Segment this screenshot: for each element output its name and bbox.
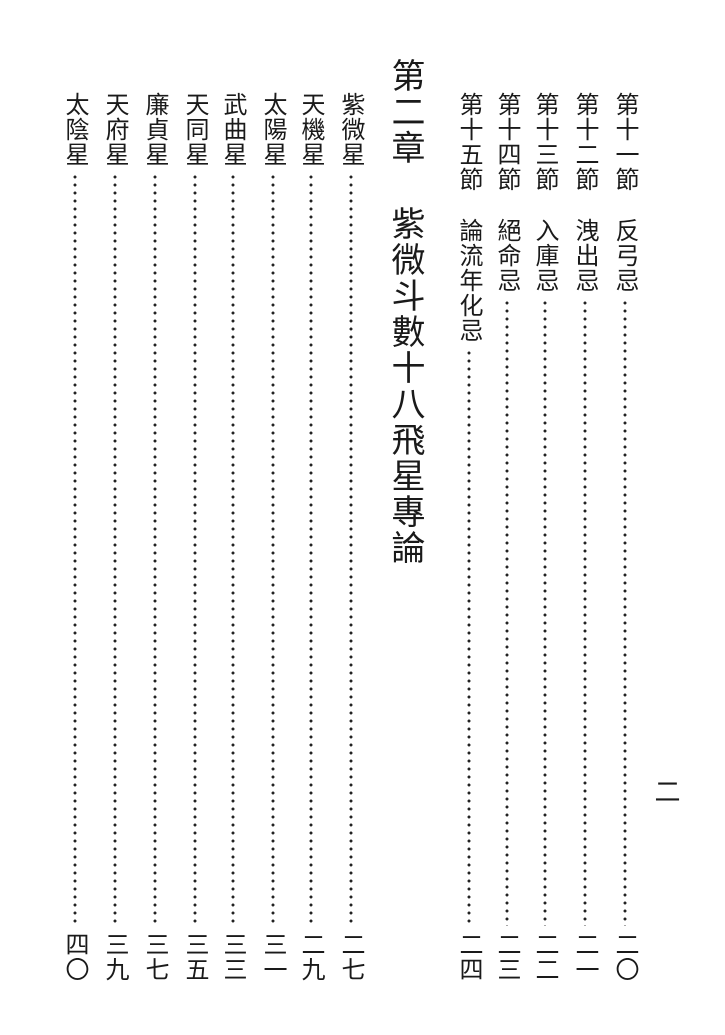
section-title: 反弓忌 [611,218,639,293]
section-title: 論流年化忌 [455,218,483,343]
star-title: 太陰星 [61,92,89,167]
page-number: 二一 [571,932,599,982]
toc-entry-star: 紫微星 二七 [334,92,368,982]
page-number: 二七 [337,932,365,982]
star-title: 天同星 [181,92,209,167]
toc-entry-star: 太陰星 四〇 [58,92,92,982]
section-number: 第十二節 [571,92,599,192]
page-number: 二〇 [611,932,639,982]
star-title: 廉貞星 [141,92,169,167]
page-number: 三三 [219,932,247,982]
section-title: 絕命忌 [493,218,521,293]
dot-leader [623,299,627,926]
dot-leader [467,349,471,926]
toc-entry-star: 天同星 三五 [178,92,212,982]
page-number: 二二 [531,932,559,982]
page-number: 三七 [141,932,169,982]
dot-leader [309,173,313,926]
toc-entry-star: 太陽星 三一 [256,92,290,982]
dot-leader [271,173,275,926]
toc-entry-section-14: 第十四節 絕命忌 二三 [490,92,524,982]
section-number: 第十一節 [611,92,639,192]
page-number: 二九 [297,932,325,982]
toc-entry-section-15: 第十五節 論流年化忌 二四 [452,92,486,982]
star-title: 天府星 [101,92,129,167]
star-title: 天機星 [297,92,325,167]
folio-page-number: 二 [650,778,680,804]
star-title: 武曲星 [219,92,247,167]
page-number: 四〇 [61,932,89,982]
dot-leader [73,173,77,926]
chapter-heading: 第二章 紫微斗數十八飛星專論 [380,58,430,566]
toc-entry-section-12: 第十二節 洩出忌 二一 [568,92,602,982]
dot-leader [505,299,509,926]
star-title: 紫微星 [337,92,365,167]
section-number: 第十三節 [531,92,559,192]
dot-leader [583,299,587,926]
dot-leader [231,173,235,926]
toc-entry-star: 天府星 三九 [98,92,132,982]
star-title: 太陽星 [259,92,287,167]
toc-entry-section-13: 第十三節 入庫忌 二二 [528,92,562,982]
chapter-number: 第二章 [385,58,425,166]
page-number: 三九 [101,932,129,982]
dot-leader [193,173,197,926]
dot-leader [113,173,117,926]
section-number: 第十四節 [493,92,521,192]
toc-entry-section-11: 第十一節 反弓忌 二〇 [608,92,642,982]
page-number: 二四 [455,932,483,982]
chapter-title: 紫微斗數十八飛星專論 [385,206,425,566]
dot-leader [543,299,547,926]
toc-entry-star: 廉貞星 三七 [138,92,172,982]
toc-entry-star: 武曲星 三三 [216,92,250,982]
dot-leader [349,173,353,926]
section-number: 第十五節 [455,92,483,192]
page-number: 二三 [493,932,521,982]
section-title: 入庫忌 [531,218,559,293]
toc-entry-star: 天機星 二九 [294,92,328,982]
page-number: 三五 [181,932,209,982]
page-number: 三一 [259,932,287,982]
dot-leader [153,173,157,926]
section-title: 洩出忌 [571,218,599,293]
